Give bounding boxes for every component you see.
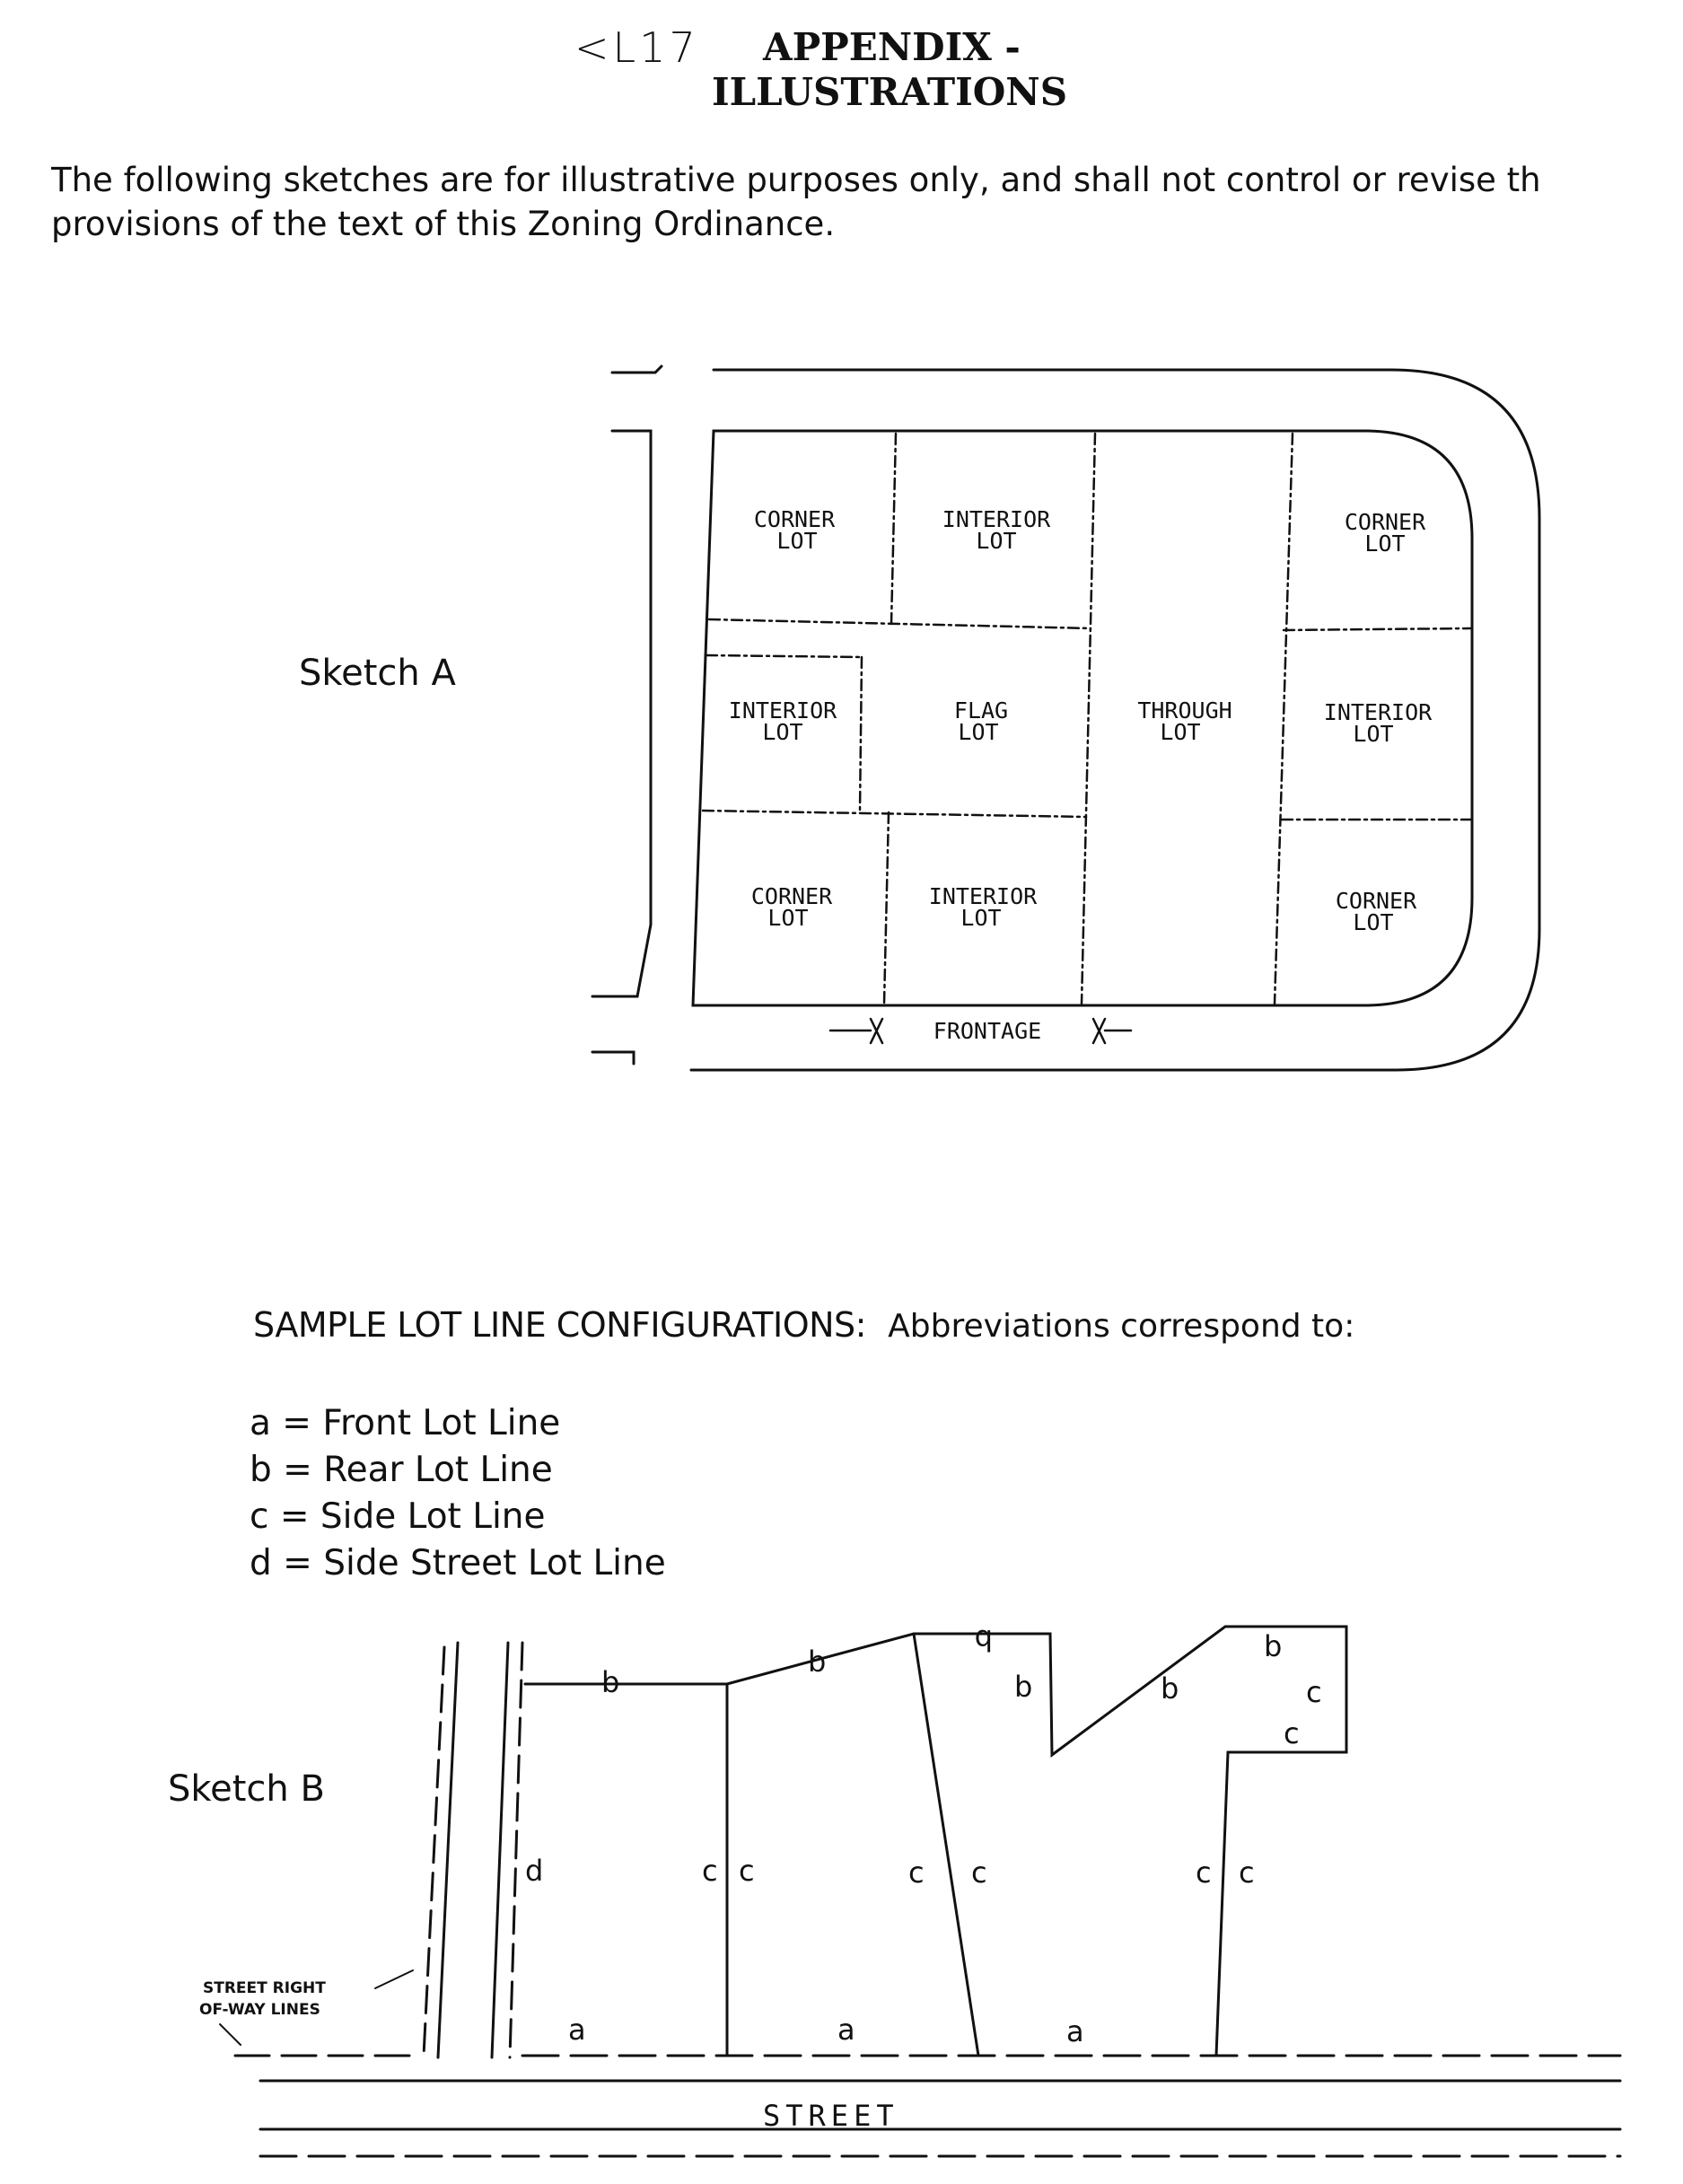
intro-line-2: provisions of the text of this Zoning Or… [51, 205, 836, 243]
interior-lot-label: LOT [1353, 721, 1393, 747]
legend-item: a = Front Lot Line [250, 1403, 561, 1443]
interior-lot-label: INTERIOR [942, 506, 1051, 532]
left-street-line-top [610, 364, 663, 374]
frontage-tick-right [1091, 1017, 1107, 1045]
corner-lot-label: LOT [1353, 909, 1393, 935]
frontage-tick-left [869, 1017, 884, 1045]
letter-c: c [908, 1855, 925, 1890]
corner-lot-label: CORNER [1336, 888, 1417, 914]
sketch-a-diagram [591, 364, 1541, 1072]
letter-c: c [702, 1854, 718, 1888]
lot-boundary [523, 1625, 1348, 2057]
letter-b: b [975, 1623, 993, 1657]
lot-line [705, 653, 863, 659]
lot-line [1282, 627, 1472, 632]
handwritten-mark: <L17 [574, 23, 699, 72]
corner-lot-label: LOT [1364, 531, 1405, 557]
letter-b: b [1014, 1670, 1032, 1704]
interior-lot-label: INTERIOR [729, 697, 837, 724]
appendix-subtitle: ILLUSTRATIONS [712, 70, 1068, 114]
interior-lot-label: INTERIOR [1324, 699, 1433, 725]
row-label-line-1: STREET RIGHT [203, 1979, 326, 1997]
frontage-label: FRONTAGE [934, 1018, 1041, 1044]
through-lot-label: THROUGH [1137, 697, 1232, 724]
intro-line-1: The following sketches are for illustrat… [51, 161, 1541, 199]
letter-b: b [1264, 1629, 1282, 1663]
letter-a: a [1066, 2014, 1084, 2048]
sketch-b-label: Sketch B [168, 1768, 325, 1810]
flag-lot-label: FLAG [954, 697, 1008, 724]
appendix-title: APPENDIX - [763, 25, 1021, 69]
left-street-line-bottom [591, 1050, 636, 1066]
label-leader [374, 1969, 414, 1989]
letter-b: b [808, 1645, 826, 1679]
abbreviation-legend: a = Front Lot Line b = Rear Lot Line c =… [250, 1400, 666, 1587]
outer-street-line [689, 368, 1541, 1072]
sample-heading-suffix: Abbreviations correspond to: [888, 1308, 1355, 1345]
legend-item: c = Side Lot Line [250, 1496, 546, 1537]
right-of-way-line [436, 1641, 460, 2059]
interior-lot-label: LOT [960, 905, 1001, 931]
interior-lot-label: LOT [762, 719, 802, 745]
letter-c: c [971, 1855, 987, 1890]
letter-d: d [525, 1854, 543, 1888]
legend-item: b = Rear Lot Line [250, 1450, 553, 1490]
sketch-b-letters: b b b b b b c c d c c c c c c a a a STRE… [199, 1623, 1322, 2133]
corner-lot-label: LOT [767, 905, 808, 931]
lot-line [882, 811, 890, 1005]
letter-c: c [1306, 1675, 1322, 1709]
through-lot-label: LOT [1160, 719, 1200, 745]
interior-lot-label: INTERIOR [929, 883, 1038, 909]
sample-heading: SAMPLE LOT LINE CONFIGURATIONS: Abbrevia… [253, 1305, 1354, 1345]
sketch-a-label: Sketch A [299, 653, 456, 694]
letter-a: a [568, 2013, 586, 2047]
legend-item: d = Side Street Lot Line [250, 1543, 666, 1583]
lot-line [890, 432, 898, 626]
letter-c: c [1284, 1716, 1300, 1750]
corner-lot-label: LOT [776, 528, 817, 554]
letter-c: c [1239, 1855, 1255, 1890]
lot-line [1080, 432, 1097, 1005]
corner-lot-label: CORNER [1345, 509, 1426, 535]
letter-a: a [837, 2013, 855, 2047]
letter-b: b [1161, 1671, 1179, 1706]
sketch-b-diagram [219, 1625, 1622, 2158]
row-label-line-2: OF-WAY LINES [199, 2001, 320, 2019]
block-outline [691, 429, 1474, 1007]
lot-line [701, 809, 1088, 819]
intro-paragraph: The following sketches are for illustrat… [51, 158, 1676, 246]
lot-line [858, 655, 863, 812]
right-of-way-line [508, 1641, 524, 2059]
street-label: STREET [763, 2099, 899, 2133]
letter-b: b [601, 1665, 619, 1699]
right-of-way-line [422, 1645, 446, 2057]
lot-line [1273, 432, 1294, 1005]
sample-heading-title: SAMPLE LOT LINE CONFIGURATIONS: [253, 1305, 866, 1345]
interior-lot-label: LOT [976, 528, 1016, 554]
flag-lot-label: LOT [958, 719, 998, 745]
letter-c: c [739, 1854, 755, 1888]
right-of-way-line [490, 1641, 510, 2059]
corner-lot-label: CORNER [751, 883, 833, 909]
letter-c: c [1196, 1855, 1212, 1890]
label-leader [219, 2023, 241, 2046]
lot-line [707, 618, 1092, 630]
corner-lot-label: CORNER [754, 506, 836, 532]
lot-boundary [912, 1632, 980, 2057]
left-street-line [591, 429, 653, 998]
